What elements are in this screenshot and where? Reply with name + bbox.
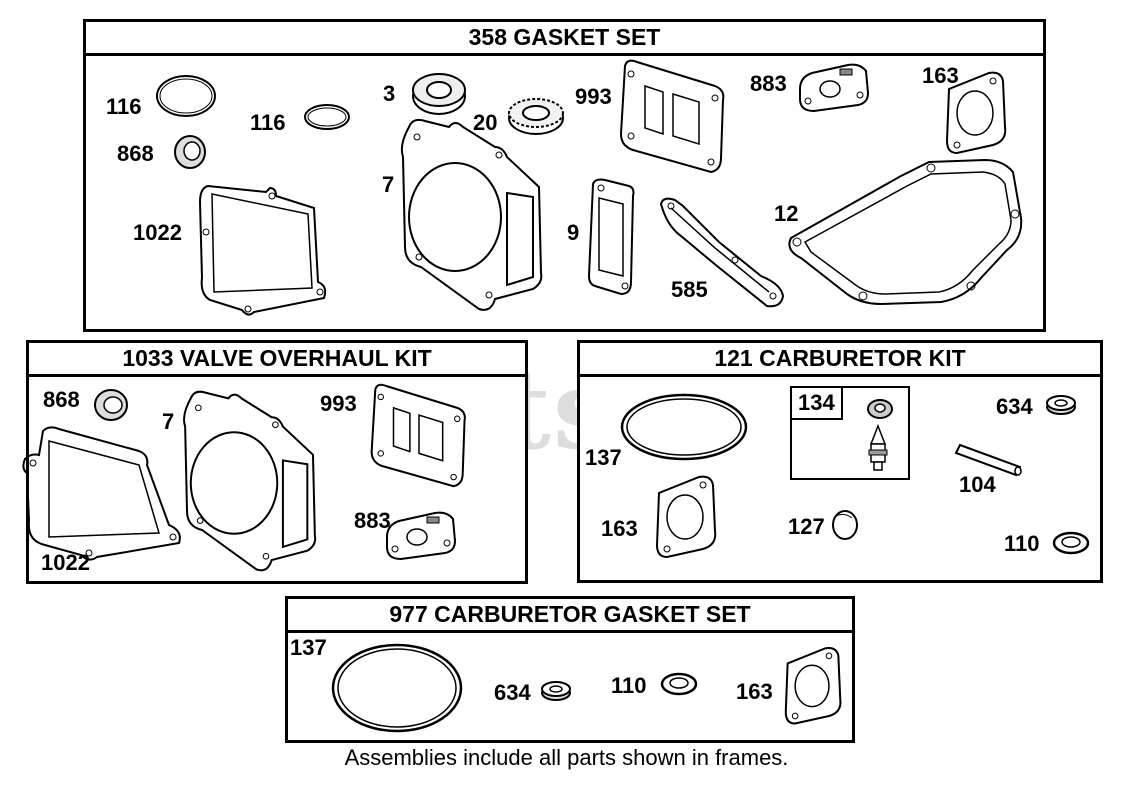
grommet-634[interactable] bbox=[1045, 394, 1077, 416]
part-label-163: 163 bbox=[601, 516, 638, 541]
head-gasket-7[interactable] bbox=[181, 389, 319, 577]
seal-20[interactable] bbox=[507, 96, 565, 136]
gasket-993[interactable] bbox=[617, 58, 729, 178]
gasket-163[interactable] bbox=[782, 644, 844, 726]
gasket-9[interactable] bbox=[585, 178, 637, 298]
seal-868[interactable] bbox=[92, 388, 130, 422]
part-label-163: 163 bbox=[736, 679, 773, 704]
part-label-104: 104 bbox=[959, 472, 996, 497]
frame-title-carburetor-kit: 121 CARBURETOR KIT bbox=[580, 343, 1100, 377]
part-label-12: 12 bbox=[774, 201, 799, 226]
gasket-883[interactable] bbox=[796, 63, 872, 113]
o-ring-116-small[interactable] bbox=[303, 103, 351, 131]
washer-110[interactable] bbox=[1052, 529, 1090, 555]
sub-kit-134-frame: 134 bbox=[790, 386, 910, 480]
part-label-7: 7 bbox=[382, 172, 395, 197]
part-label-883: 883 bbox=[354, 508, 391, 533]
frame-carburetor-gasket-set: 977 CARBURETOR GASKET SET bbox=[285, 596, 855, 743]
gasket-1022[interactable] bbox=[196, 182, 331, 320]
head-gasket-7[interactable] bbox=[399, 117, 545, 317]
seat-134[interactable] bbox=[866, 398, 894, 420]
part-label-163: 163 bbox=[922, 63, 959, 88]
gasket-163[interactable] bbox=[943, 69, 1009, 155]
part-label-1022: 1022 bbox=[133, 220, 182, 245]
part-label-137: 137 bbox=[290, 635, 327, 660]
sub-kit-134-label: 134 bbox=[792, 388, 843, 420]
part-label-585: 585 bbox=[671, 277, 708, 302]
part-label-634: 634 bbox=[494, 680, 531, 705]
part-label-127: 127 bbox=[788, 514, 825, 539]
part-label-634: 634 bbox=[996, 394, 1033, 419]
frame-gasket-set: 358 GASKET SET bbox=[83, 19, 1046, 332]
gasket-585[interactable] bbox=[657, 196, 787, 310]
part-label-116-small: 116 bbox=[250, 110, 286, 135]
grommet-634[interactable] bbox=[540, 680, 572, 702]
part-label-993: 993 bbox=[320, 391, 357, 416]
part-label-3: 3 bbox=[383, 81, 396, 106]
part-label-110: 110 bbox=[1004, 531, 1040, 556]
seal-868[interactable] bbox=[172, 134, 208, 170]
o-ring-137[interactable] bbox=[330, 642, 464, 734]
frame-valve-overhaul-kit: 1033 VALVE OVERHAUL KIT bbox=[26, 340, 528, 584]
part-label-9: 9 bbox=[567, 220, 580, 245]
gasket-883[interactable] bbox=[383, 511, 459, 561]
plug-127[interactable] bbox=[830, 508, 860, 542]
part-label-20: 20 bbox=[473, 110, 498, 135]
frame-title-gasket-set: 358 GASKET SET bbox=[86, 22, 1043, 56]
part-label-1022: 1022 bbox=[41, 550, 90, 575]
inlet-needle-134[interactable] bbox=[867, 424, 889, 472]
part-label-868: 868 bbox=[117, 141, 154, 166]
washer-110[interactable] bbox=[660, 670, 698, 696]
frame-title-valve-overhaul-kit: 1033 VALVE OVERHAUL KIT bbox=[29, 343, 525, 377]
seal-3[interactable] bbox=[411, 72, 467, 116]
pin-104[interactable] bbox=[954, 441, 1026, 477]
part-label-110: 110 bbox=[611, 673, 647, 698]
o-ring-137[interactable] bbox=[619, 392, 749, 462]
frame-title-carburetor-gasket-set: 977 CARBURETOR GASKET SET bbox=[288, 599, 852, 633]
gasket-163[interactable] bbox=[653, 473, 719, 559]
part-label-993: 993 bbox=[575, 84, 612, 109]
part-label-137: 137 bbox=[585, 445, 622, 470]
part-label-868: 868 bbox=[43, 387, 80, 412]
frame-carburetor-kit: 121 CARBURETOR KIT bbox=[577, 340, 1103, 583]
gasket-993[interactable] bbox=[368, 382, 470, 492]
o-ring-116-large[interactable] bbox=[155, 74, 217, 118]
footer-note: Assemblies include all parts shown in fr… bbox=[344, 745, 789, 770]
gasket-1022[interactable] bbox=[19, 425, 184, 565]
part-label-116: 116 bbox=[106, 94, 142, 119]
part-label-7: 7 bbox=[162, 409, 175, 434]
part-label-883: 883 bbox=[750, 71, 787, 96]
sump-gasket-12[interactable] bbox=[781, 158, 1025, 308]
